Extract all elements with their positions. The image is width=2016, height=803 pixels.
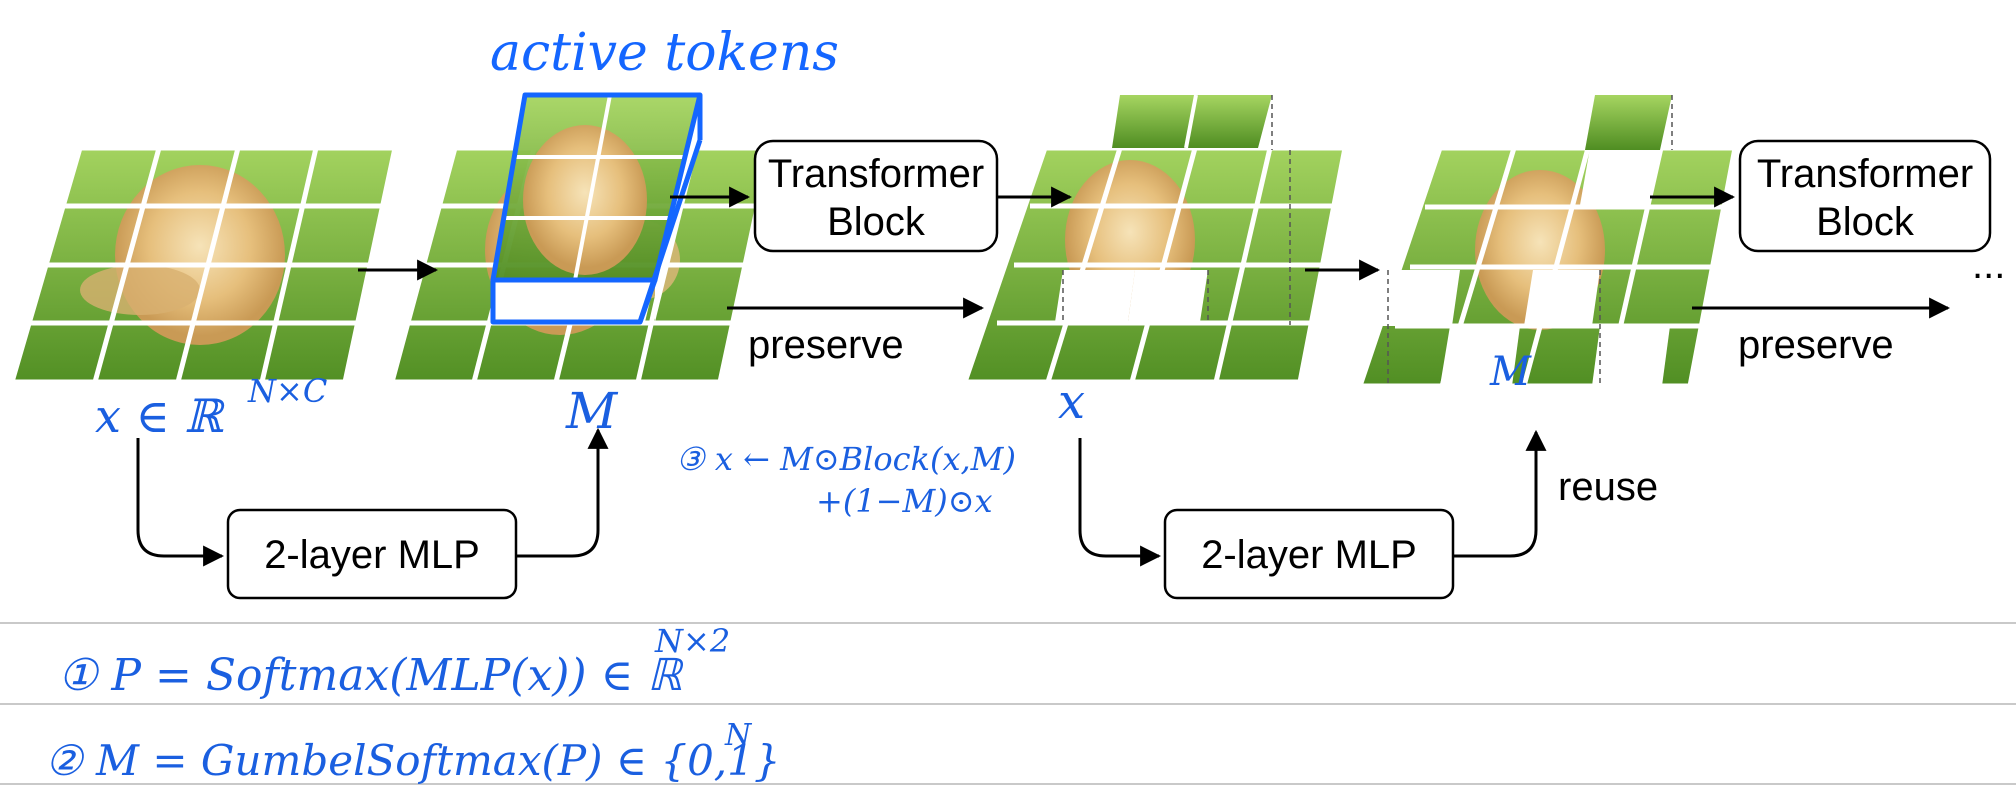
transformer-block-1-line1: Transformer bbox=[768, 152, 984, 196]
input-token-grid bbox=[8, 145, 399, 385]
x-annotation-mid: x bbox=[1058, 374, 1085, 430]
mask-annotation-2: M bbox=[1489, 349, 1532, 395]
flow-arrows bbox=[136, 186, 1951, 567]
mlp-box-1: 2-layer MLP bbox=[226, 508, 518, 600]
preserve-label-1: preserve bbox=[748, 323, 904, 367]
input-annotation-sup: N×C bbox=[247, 372, 327, 410]
arrow-mlp-1-to-mask bbox=[516, 427, 609, 558]
step3-line2: +(1−M)⊙x bbox=[816, 482, 993, 520]
mask-annotation-1: M bbox=[565, 382, 619, 440]
transformer-block-1-line2: Block bbox=[827, 200, 926, 244]
active-token-block bbox=[490, 92, 703, 325]
equation-1-sup: N×2 bbox=[654, 622, 730, 660]
active-tokens-label: active tokens bbox=[490, 23, 839, 83]
equation-2: ② M = GumbelSoftmax(P) ∈ {0,1} bbox=[45, 736, 781, 785]
equation-2-sup: N bbox=[724, 718, 753, 753]
transformer-block-2-line2: Block bbox=[1816, 200, 1915, 244]
equation-1: ① P = Softmax(MLP(x)) ∈ ℝ bbox=[58, 650, 684, 701]
mlp-box-2: 2-layer MLP bbox=[1163, 508, 1455, 600]
transformer-block-2-line1: Transformer bbox=[1757, 152, 1973, 196]
ellipsis-label: ... bbox=[1972, 243, 2005, 287]
reuse-label: reuse bbox=[1558, 465, 1658, 509]
step3-line1: ③ x ← M⊙Block(x,M) bbox=[676, 440, 1016, 478]
mlp-box-1-label: 2-layer MLP bbox=[264, 533, 480, 577]
sparse-token-grid bbox=[1356, 95, 1739, 389]
input-annotation: x ∈ ℝ bbox=[95, 389, 225, 443]
updated-token-grid bbox=[961, 94, 1349, 385]
arrow-mlp-2-reuse bbox=[1453, 429, 1547, 558]
arrow-x-to-mlp-1 bbox=[136, 438, 225, 567]
transformer-block-1: Transformer Block bbox=[753, 139, 999, 253]
arrow-x-to-mlp-2 bbox=[1078, 438, 1162, 567]
preserve-label-2: preserve bbox=[1738, 323, 1894, 367]
transformer-block-2: Transformer Block bbox=[1738, 139, 1992, 253]
mlp-box-2-label: 2-layer MLP bbox=[1201, 533, 1417, 577]
